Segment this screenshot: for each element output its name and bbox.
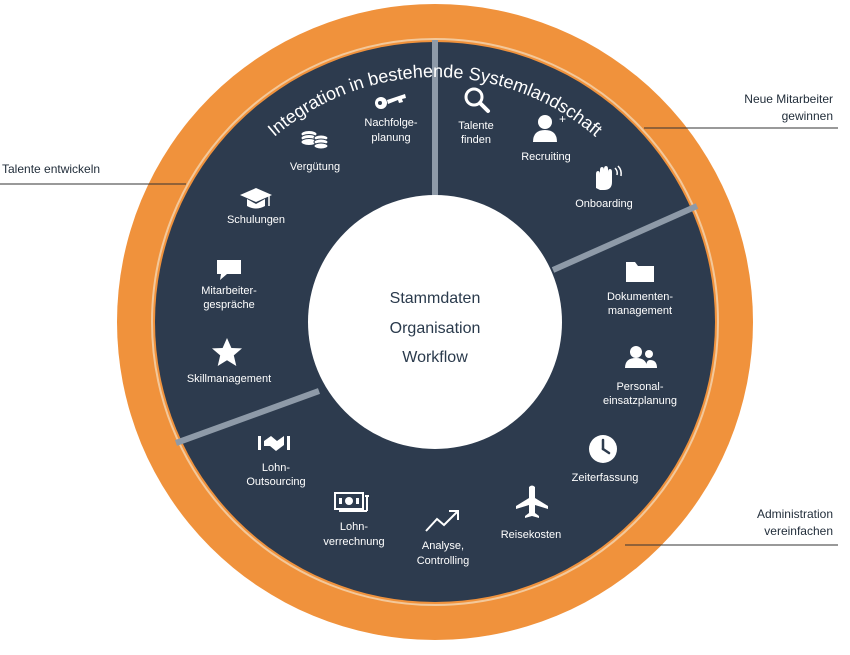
label-lohnverrechnung-2: verrechnung xyxy=(323,536,384,548)
label-nachfolgeplanung-2: planung xyxy=(371,132,410,144)
label-mitarbeitergespraeche-1: Mitarbeiter- xyxy=(201,285,257,297)
label-personaleinsatzplanung-1: Personal- xyxy=(616,381,663,393)
side-label-talente: Talente entwickeln xyxy=(2,162,100,176)
side-label-neue-1: Neue Mitarbeiter xyxy=(744,92,833,106)
graduation-cap-icon xyxy=(240,188,272,209)
airplane-icon xyxy=(516,485,548,518)
label-analyse-controlling-2: Controlling xyxy=(417,555,470,567)
coins-icon xyxy=(300,130,329,150)
label-nachfolgeplanung-1: Nachfolge- xyxy=(364,117,418,129)
label-reisekosten: Reisekosten xyxy=(501,529,562,541)
magnifier-icon xyxy=(464,87,490,113)
divider-left xyxy=(174,388,321,446)
label-lohn-outsourcing-2: Outsourcing xyxy=(246,476,305,488)
svg-text:+: + xyxy=(559,112,566,126)
hub-line-3: Workflow xyxy=(402,349,468,366)
label-skillmanagement: Skillmanagement xyxy=(187,373,271,385)
hub-line-1: Stammdaten xyxy=(390,290,481,307)
label-recruiting: Recruiting xyxy=(521,151,571,163)
waving-hand-icon xyxy=(596,165,622,190)
person-plus-icon: + xyxy=(533,112,566,142)
label-analyse-controlling-1: Analyse, xyxy=(422,540,464,552)
hub-line-2: Organisation xyxy=(390,320,481,337)
hub-circle xyxy=(308,195,562,449)
clock-icon xyxy=(589,435,617,463)
banknote-icon xyxy=(334,492,369,512)
label-dokumentenmanagement-2: management xyxy=(608,305,672,317)
side-label-neue-2: gewinnen xyxy=(782,109,833,123)
label-talente-finden-2: finden xyxy=(461,134,491,146)
label-mitarbeitergespraeche-2: gespräche xyxy=(203,299,254,311)
people-icon xyxy=(625,346,657,368)
label-schulungen: Schulungen xyxy=(227,214,285,226)
label-zeiterfassung: Zeiterfassung xyxy=(572,472,639,484)
label-talente-finden-1: Talente xyxy=(458,120,493,132)
side-label-admin-1: Administration xyxy=(757,507,833,521)
label-personaleinsatzplanung-2: einsatzplanung xyxy=(603,395,677,407)
key-icon xyxy=(375,94,406,109)
divider-right xyxy=(551,203,699,273)
speech-bubble-icon xyxy=(217,260,241,280)
handshake-icon xyxy=(258,436,290,451)
label-lohn-outsourcing-1: Lohn- xyxy=(262,462,290,474)
label-onboarding: Onboarding xyxy=(575,198,633,210)
side-label-admin-2: vereinfachen xyxy=(764,524,833,538)
folder-icon xyxy=(626,262,654,282)
label-dokumentenmanagement-1: Dokumenten- xyxy=(607,291,673,303)
ring-outline xyxy=(151,38,719,606)
star-icon xyxy=(212,338,242,366)
trend-arrow-icon xyxy=(425,510,459,532)
label-lohnverrechnung-1: Lohn- xyxy=(340,521,368,533)
label-verguetung: Vergütung xyxy=(290,161,340,173)
